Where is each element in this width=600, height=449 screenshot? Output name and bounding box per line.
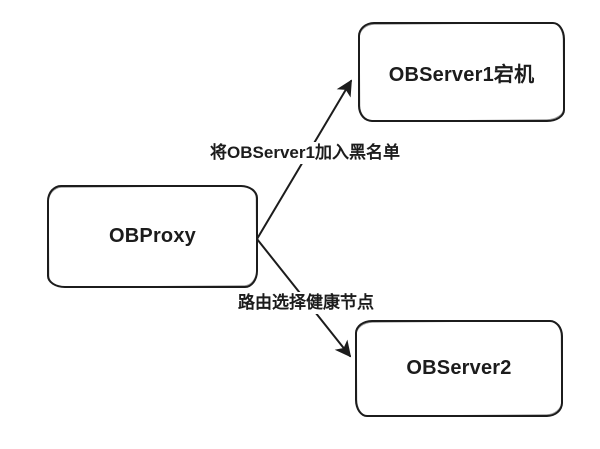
node-obproxy-label: OBProxy [109,225,196,247]
node-observer2: OBServer2 [355,320,563,417]
node-obproxy: OBProxy [47,185,258,288]
edge-label-blacklist: 将OBServer1加入黑名单 [208,142,402,164]
node-observer2-label: OBServer2 [406,357,512,379]
edge-label-route: 路由选择健康节点 [236,292,376,314]
node-observer1-label: OBServer1宕机 [388,63,535,86]
node-observer1-down: OBServer1宕机 [358,22,565,122]
